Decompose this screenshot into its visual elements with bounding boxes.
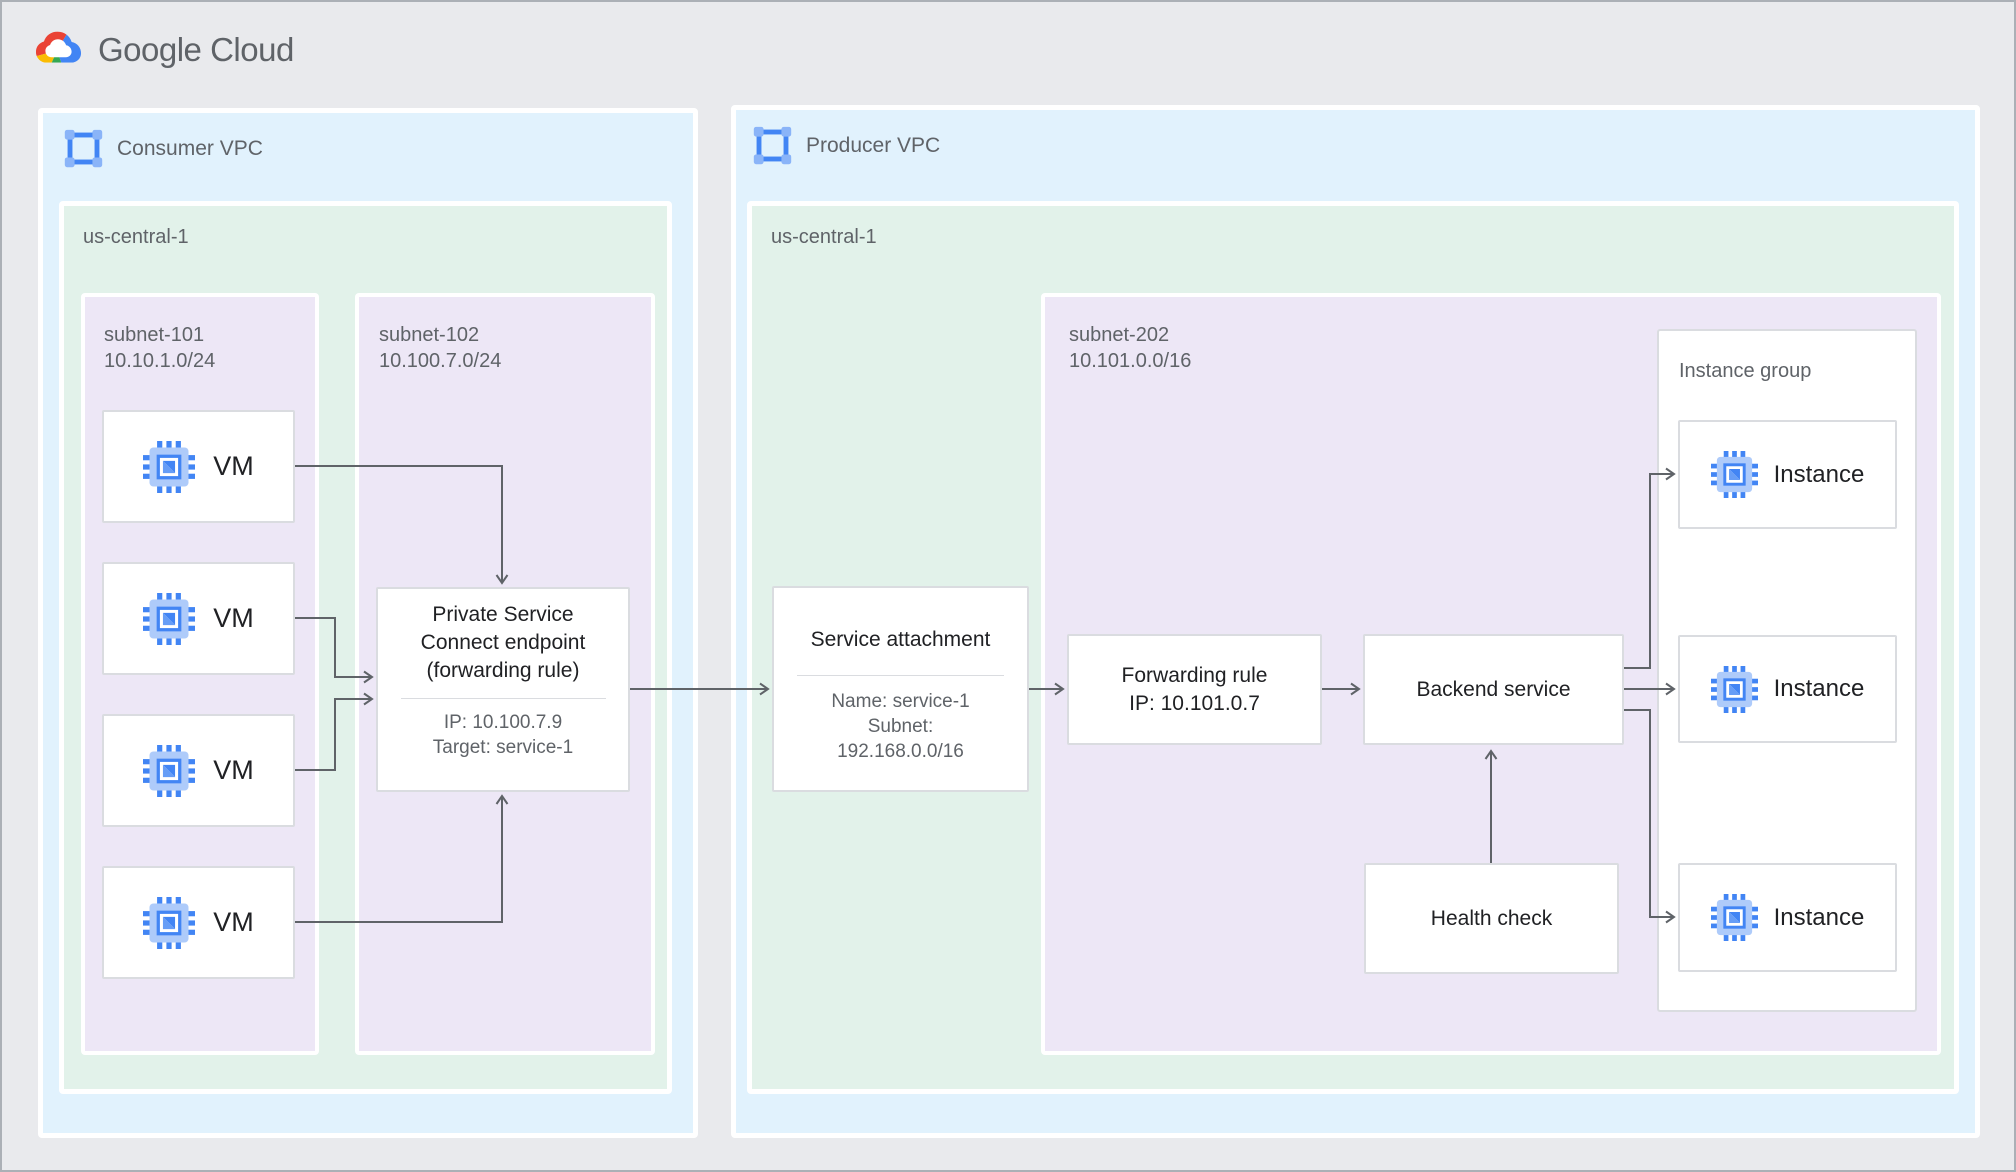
backend-service-title: Backend service	[1416, 677, 1571, 701]
producer-vpc-header: Producer VPC	[753, 126, 940, 165]
subnet-102-name: subnet-102	[379, 324, 480, 346]
google-cloud-logo-icon	[35, 30, 82, 69]
vm-1-label: VM	[213, 451, 254, 481]
sa-detail-subnet-label: Subnet:	[867, 716, 934, 737]
instance-1-label: Instance	[1773, 460, 1865, 488]
service-attachment-divider	[796, 675, 1005, 676]
compute-engine-icon	[143, 745, 195, 797]
vpc-network-icon	[753, 126, 792, 165]
psc-endpoint: Private Service Connect endpoint (forwar…	[376, 587, 630, 792]
psc-detail-target: Target: service-1	[432, 737, 574, 758]
psc-title-line3: (forwarding rule)	[426, 659, 580, 682]
subnet-202-label: subnet-202 10.101.0.0/16	[1069, 322, 1191, 374]
compute-engine-icon	[143, 593, 195, 645]
compute-engine-icon	[1711, 666, 1758, 713]
subnet-102-label: subnet-102 10.100.7.0/24	[379, 322, 501, 374]
consumer-vpc-label: Consumer VPC	[117, 136, 263, 160]
service-attachment: Service attachment Name: service-1 Subne…	[772, 586, 1029, 792]
health-check-title: Health check	[1430, 906, 1553, 930]
vm-3-label: VM	[213, 755, 254, 785]
subnet-101-cidr: 10.10.1.0/24	[104, 350, 216, 372]
compute-engine-icon	[1711, 894, 1758, 941]
subnet-101-label: subnet-101 10.10.1.0/24	[104, 322, 215, 374]
vpc-network-icon	[64, 129, 103, 168]
subnet-102-cidr: 10.100.7.0/24	[379, 350, 502, 372]
instance-1: Instance	[1678, 420, 1897, 529]
subnet-101-name: subnet-101	[104, 324, 205, 346]
psc-divider	[400, 698, 606, 699]
instance-3: Instance	[1678, 863, 1897, 972]
google-cloud-wordmark: Google Cloud	[98, 30, 294, 68]
compute-engine-icon	[1711, 451, 1758, 498]
psc-endpoint-details: IP: 10.100.7.9 Target: service-1	[433, 710, 573, 760]
instance-3-label: Instance	[1773, 903, 1865, 931]
health-check: Health check	[1364, 863, 1619, 974]
sa-detail-name: Name: service-1	[831, 691, 970, 712]
service-attachment-title: Service attachment	[810, 628, 991, 651]
producer-vpc-label: Producer VPC	[806, 133, 941, 157]
forwarding-rule-line2: IP: 10.101.0.7	[1129, 691, 1260, 715]
instance-2: Instance	[1678, 635, 1897, 743]
instance-group-label: Instance group	[1679, 360, 1812, 382]
header-brand: Google Cloud	[35, 30, 294, 69]
vm-2: VM	[102, 562, 295, 675]
vm-2-label: VM	[213, 603, 254, 633]
psc-detail-ip: IP: 10.100.7.9	[443, 712, 563, 733]
psc-endpoint-title: Private Service Connect endpoint (forwar…	[421, 601, 586, 685]
psc-title-line2: Connect endpoint	[420, 631, 586, 654]
vm-4: VM	[102, 866, 295, 979]
forwarding-rule-line1: Forwarding rule	[1121, 663, 1268, 687]
backend-service: Backend service	[1363, 634, 1624, 745]
service-attachment-details: Name: service-1 Subnet: 192.168.0.0/16	[831, 689, 969, 764]
vm-1: VM	[102, 410, 295, 523]
psc-title-line1: Private Service	[432, 603, 574, 626]
instance-2-label: Instance	[1773, 675, 1865, 702]
subnet-202-cidr: 10.101.0.0/16	[1069, 350, 1192, 372]
sa-detail-subnet-cidr: 192.168.0.0/16	[837, 741, 964, 762]
producer-region-label: us-central-1	[771, 226, 877, 248]
forwarding-rule: Forwarding rule IP: 10.101.0.7	[1067, 634, 1322, 745]
compute-engine-icon	[143, 441, 195, 493]
vm-3: VM	[102, 714, 295, 827]
consumer-vpc-header: Consumer VPC	[64, 129, 263, 168]
compute-engine-icon	[143, 897, 195, 949]
subnet-202-name: subnet-202	[1069, 324, 1170, 346]
vm-4-label: VM	[213, 907, 254, 937]
consumer-region-label: us-central-1	[83, 226, 189, 248]
